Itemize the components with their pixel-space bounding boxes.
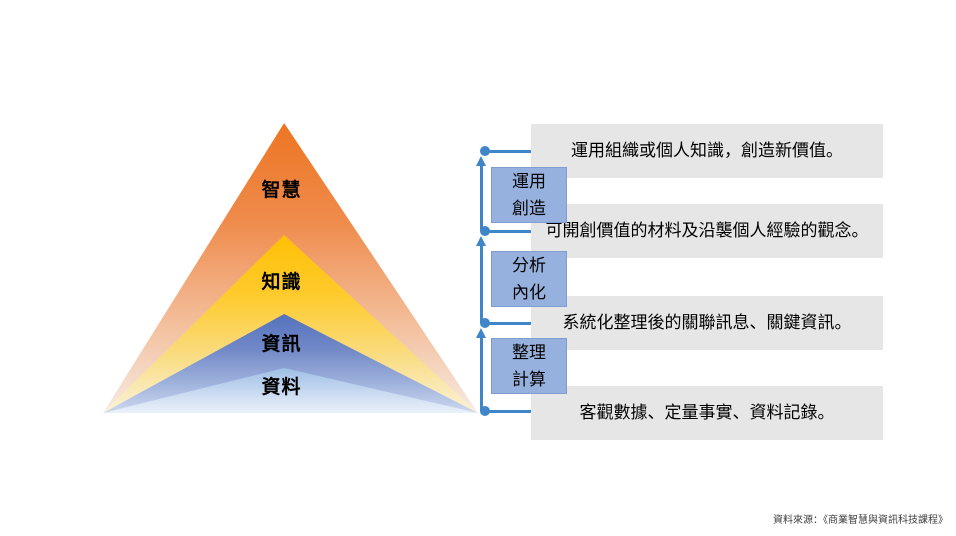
description-text-knowledge: 可開創價值的材料及沿襲個人經驗的觀念。	[545, 221, 869, 240]
description-text-wisdom: 運用組織或個人知識，創造新價值。	[571, 141, 843, 160]
transition-text-line: 運用	[512, 172, 546, 191]
description-text-data: 客觀數據、定量事實、資料記錄。	[579, 403, 835, 422]
connector-line	[485, 410, 531, 413]
transition-box-analyze-internalize: 分析 內化	[491, 251, 567, 307]
description-box-data: 客觀數據、定量事實、資料記錄。	[531, 386, 883, 440]
transition-text-line: 分析	[512, 256, 546, 275]
description-box-knowledge: 可開創價值的材料及沿襲個人經驗的觀念。	[531, 204, 883, 258]
up-arrow-line	[480, 164, 483, 231]
transition-text-line: 計算	[512, 370, 546, 389]
transition-text-line: 整理	[512, 343, 546, 362]
description-box-wisdom: 運用組織或個人知識，創造新價值。	[531, 124, 883, 178]
pyramid-label-wisdom: 智慧	[261, 180, 302, 201]
transition-text-line: 內化	[512, 283, 546, 302]
dikw-pyramid: 智慧 知識 資訊 資料	[103, 123, 478, 413]
connector-line	[485, 230, 531, 233]
transition-box-organize-compute: 整理 計算	[491, 338, 567, 394]
up-arrow-line	[480, 244, 483, 323]
up-arrow-icon	[476, 328, 486, 338]
up-arrow-icon	[476, 156, 486, 166]
pyramid-label-information: 資訊	[261, 334, 302, 355]
up-arrow-icon	[476, 236, 486, 246]
source-citation: 資料來源：《商業智慧與資訊科技課程》	[773, 515, 948, 526]
transition-box-apply-create: 運用 創造	[491, 167, 567, 223]
pyramid-label-data: 資料	[261, 377, 302, 398]
connector-line	[485, 150, 531, 153]
pyramid-label-knowledge: 知識	[261, 272, 302, 293]
description-text-information: 系統化整理後的關聯訊息、關鍵資訊。	[562, 313, 852, 332]
transition-text-line: 創造	[512, 199, 546, 218]
connector-line	[485, 322, 531, 325]
up-arrow-line	[480, 336, 483, 411]
description-box-information: 系統化整理後的關聯訊息、關鍵資訊。	[531, 296, 883, 350]
